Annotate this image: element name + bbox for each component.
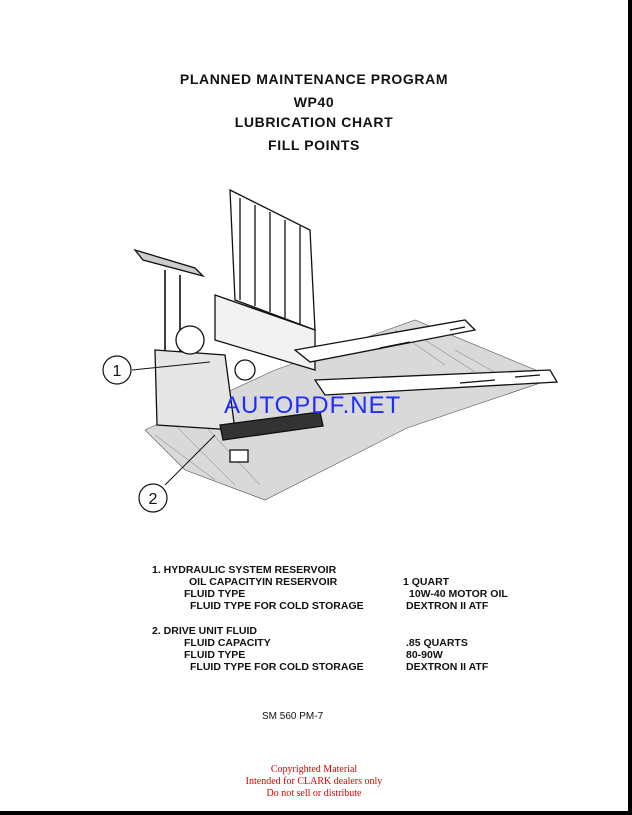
item1-row-value: 10W-40 MOTOR OIL: [409, 588, 508, 600]
section-title: FILL POINTS: [268, 137, 360, 153]
document-code: SM 560 PM-7: [262, 711, 324, 722]
pallet-truck-diagram: 1 2: [102, 188, 559, 513]
item2-row-label: FLUID TYPE FOR COLD STORAGE: [190, 661, 364, 673]
item2-row-label: FLUID CAPACITY: [184, 637, 271, 649]
item1-row-value: 1 QUART: [403, 576, 450, 588]
item2-row-value: .85 QUARTS: [406, 637, 468, 649]
item2-heading: 2. DRIVE UNIT FLUID: [152, 625, 258, 637]
copyright-line: Copyrighted Material: [270, 764, 358, 775]
callout-2-circle: [138, 483, 168, 513]
item2-row-value: 80-90W: [406, 649, 443, 661]
watermark: AUTOPDF.NET: [224, 392, 402, 419]
model-title: WP40: [293, 94, 335, 110]
chart-title: LUBRICATION CHART: [234, 114, 394, 130]
item1-heading: 1. HYDRAULIC SYSTEM RESERVOIR: [152, 564, 337, 576]
item2-row-label: FLUID TYPE: [184, 649, 246, 661]
callout-1-circle: [102, 355, 132, 385]
item1-row-label: OIL CAPACITYIN RESERVOIR: [189, 576, 338, 588]
callout-1-label: 1: [113, 363, 122, 380]
item2-row-value: DEXTRON II ATF: [406, 661, 489, 673]
copyright-line: Do not sell or distribute: [266, 788, 362, 799]
item1-row-label: FLUID TYPE: [184, 588, 246, 600]
item1-row-value: DEXTRON II ATF: [406, 600, 489, 612]
callout-2-label: 2: [149, 491, 158, 508]
document-title: PLANNED MAINTENANCE PROGRAM: [179, 71, 449, 87]
item1-row-label: FLUID TYPE FOR COLD STORAGE: [190, 600, 364, 612]
copyright-line: Intended for CLARK dealers only: [245, 776, 383, 787]
